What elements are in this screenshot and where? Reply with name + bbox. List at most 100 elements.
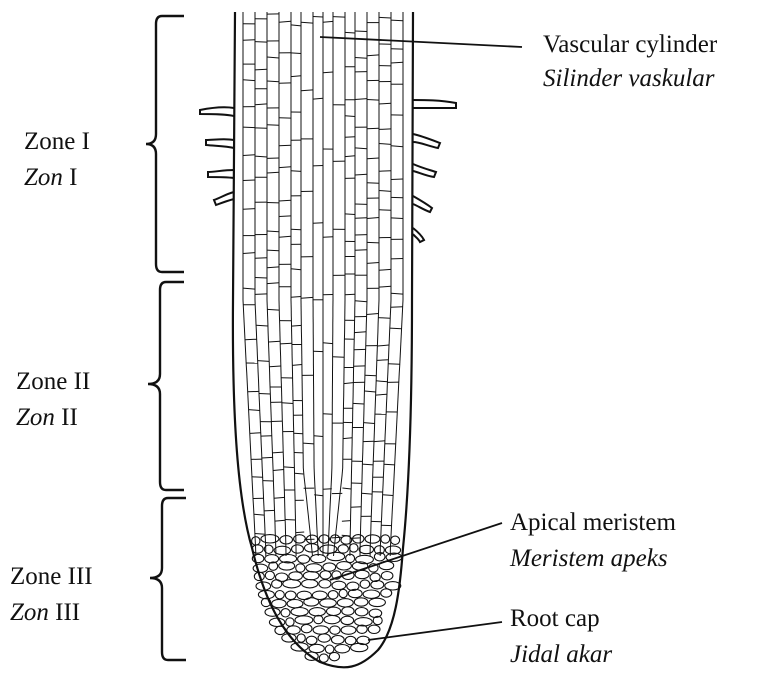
cell-wall — [279, 167, 291, 168]
cell-wall — [367, 314, 379, 315]
cap-cell — [331, 636, 344, 644]
cell-wall — [377, 360, 389, 361]
cell-wall — [275, 520, 285, 521]
cell-wall — [392, 500, 393, 508]
cell-wall — [280, 343, 292, 344]
cap-cell — [327, 607, 341, 615]
cell-wall — [243, 80, 255, 81]
cell-wall — [267, 283, 279, 284]
cap-cell — [304, 598, 319, 606]
cell-wall — [355, 99, 367, 100]
cap-cell — [275, 626, 286, 634]
cell-wall — [355, 58, 367, 59]
cell-wall — [254, 514, 264, 515]
cap-cell — [274, 546, 290, 554]
cell-wall — [301, 90, 313, 91]
label-root-cap-en: Root cap — [510, 604, 612, 634]
cap-cell — [351, 643, 368, 651]
cell-wall — [345, 294, 355, 295]
cap-cell — [285, 591, 296, 599]
zone-3-label: Zone III Zon III — [10, 562, 93, 628]
cap-cell — [341, 616, 354, 624]
cell-wall — [310, 532, 311, 540]
cell-wall — [252, 477, 263, 478]
cap-cell — [289, 572, 303, 580]
cell-wall — [258, 361, 270, 362]
cell-wall — [323, 489, 332, 490]
cell-wall — [245, 339, 257, 340]
cell-wall — [314, 436, 323, 437]
label-apical-meristem-ms: Meristem apeks — [510, 544, 676, 574]
cap-cell — [292, 545, 304, 553]
cell-wall — [338, 508, 339, 516]
cap-cell — [313, 626, 329, 634]
cell-wall — [295, 473, 304, 474]
cap-cell — [365, 535, 380, 543]
cell-wall — [308, 516, 309, 524]
cell-wall — [367, 158, 379, 159]
cell-wall — [267, 57, 279, 58]
cell-wall — [391, 20, 403, 21]
cell-wall — [255, 42, 267, 43]
cell-wall — [272, 452, 283, 453]
cap-cell — [337, 599, 353, 607]
cap-cell — [330, 626, 340, 634]
cell-wall — [279, 216, 291, 217]
cell-wall — [292, 365, 302, 366]
cell-wall — [323, 414, 332, 415]
cell-wall — [333, 357, 345, 358]
cell-wall — [345, 32, 355, 33]
cap-cell — [286, 618, 294, 626]
cell-wall — [362, 493, 373, 494]
cell-wall — [379, 171, 391, 172]
zone-1-en: Zone I — [24, 127, 90, 157]
cell-wall — [274, 497, 285, 498]
cap-cell — [379, 561, 394, 569]
cell-wall — [279, 200, 291, 201]
cap-cell — [328, 591, 338, 599]
cell-wall — [335, 532, 336, 540]
zone-brackets — [146, 16, 186, 660]
cap-cell — [306, 636, 317, 644]
cell-wall — [364, 423, 375, 424]
cap-cell — [296, 564, 305, 572]
cap-cell — [359, 545, 373, 553]
cell-wall — [390, 328, 402, 329]
cell-wall — [243, 209, 255, 210]
cell-wall — [342, 521, 351, 522]
cap-cell — [360, 580, 370, 588]
cap-cell — [272, 580, 282, 588]
cap-cell — [318, 634, 330, 642]
cap-cell — [294, 535, 306, 543]
cap-cell — [335, 645, 350, 653]
label-root-cap-ms: Jidal akar — [510, 640, 612, 670]
cell-wall — [264, 510, 274, 511]
cell-wall — [308, 508, 309, 516]
cell-wall — [282, 403, 293, 404]
cell-wall — [379, 129, 391, 130]
cell-wall — [284, 467, 295, 468]
cell-wall — [354, 332, 366, 333]
cell-wall — [250, 433, 261, 434]
cap-cell — [323, 563, 336, 571]
cell-wall — [267, 231, 279, 232]
cell-wall — [243, 288, 255, 289]
cell-wall — [256, 325, 268, 326]
cell-wall — [362, 464, 373, 465]
cell-wall — [259, 394, 270, 395]
zone-3-ms: Zon III — [10, 598, 93, 628]
cell-wall — [313, 98, 323, 99]
cap-cell — [354, 598, 368, 606]
cap-cell — [319, 535, 329, 543]
cell-wall — [379, 286, 391, 287]
cap-cell — [295, 616, 313, 624]
root-hairs-left — [200, 107, 234, 205]
zone-3-ms-word: Zon — [10, 599, 49, 626]
root-hairs-right — [413, 100, 456, 242]
cell-wall — [378, 318, 390, 319]
cell-wall — [296, 532, 305, 533]
label-vascular-cylinder-en: Vascular cylinder — [543, 30, 717, 60]
zone-2-ms-word: Zon — [16, 404, 55, 431]
cell-wall — [379, 144, 391, 145]
cell-wall — [267, 309, 279, 310]
